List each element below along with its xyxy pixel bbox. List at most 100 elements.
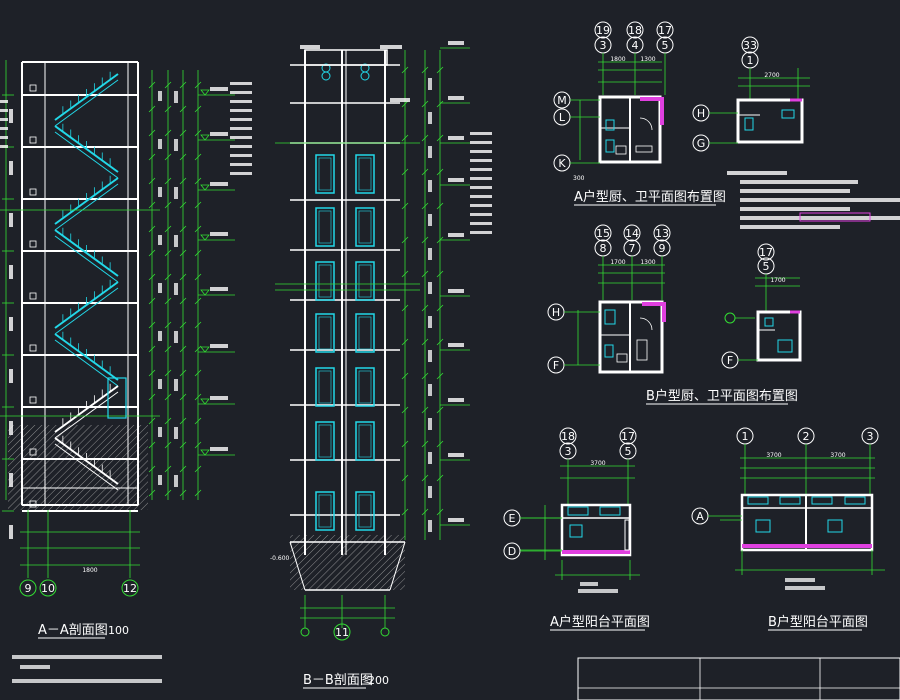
title-block (577, 657, 900, 700)
svg-text:33: 33 (743, 39, 757, 52)
section-bb: 11 -0.600 B－B剖面图 200 (270, 41, 492, 689)
section-bb-slabs (290, 64, 400, 516)
svg-text:M: M (557, 94, 567, 107)
plan-a-kitchen-2-top-axes: 331 (741, 36, 799, 100)
axis-bubble: 175 (757, 243, 775, 312)
section-aa-notes (12, 655, 162, 683)
svg-text:11: 11 (335, 626, 349, 639)
svg-text:17: 17 (658, 24, 672, 37)
plan-b-kitchen-left-axes: HF (547, 303, 600, 374)
svg-text:18: 18 (561, 430, 575, 443)
section-bb-title: B－B剖面图 (303, 673, 373, 688)
svg-text:18: 18 (628, 24, 642, 37)
axis-bubble: 147 (623, 224, 641, 300)
svg-text:E: E (509, 512, 516, 525)
plan-b-balcony-top-axes: 1 2 3 (736, 427, 879, 495)
svg-text:D: D (508, 545, 516, 558)
section-aa-bottom-dim: 1800 (82, 567, 97, 574)
svg-text:19: 19 (596, 24, 610, 37)
plan-b-kitchen-2-dim: 1700 (770, 277, 785, 284)
svg-text:L: L (559, 111, 566, 124)
svg-text:14: 14 (625, 227, 639, 240)
svg-text:13: 13 (655, 227, 669, 240)
svg-text:3: 3 (600, 39, 607, 52)
plan-b-balcony-dim-2: 3700 (830, 452, 845, 459)
svg-text:3: 3 (565, 445, 572, 458)
plan-a-kitchen-dim-1: 1800 (610, 56, 625, 63)
axis-bubble: D (503, 542, 562, 560)
section-bb-doors (315, 154, 375, 531)
section-aa-elevations (198, 82, 252, 456)
axis-bubble: 3 (861, 427, 879, 495)
section-bb-axis-11: 11 (333, 623, 351, 641)
axis-bubble: 158 (594, 224, 612, 300)
axis-bubble: 2 (797, 427, 815, 495)
axis-bubble: K (553, 154, 600, 172)
svg-text:300: 300 (573, 175, 585, 182)
axis-bubble: 139 (653, 224, 671, 300)
axis-bubble: L (553, 108, 600, 126)
svg-text:K: K (558, 157, 566, 170)
svg-text:H: H (697, 107, 705, 120)
svg-text:4: 4 (632, 39, 639, 52)
svg-text:5: 5 (763, 260, 770, 273)
plan-a-balcony-top-axes: 18 3 175 (559, 427, 637, 505)
plan-a-kitchen-left-axes: ML K (553, 91, 600, 172)
axis-bubble: F (721, 351, 758, 369)
svg-text:17: 17 (759, 246, 773, 259)
svg-text:8: 8 (600, 242, 607, 255)
plan-b-kitchen-dim-2: 1300 (640, 259, 655, 266)
section-aa-axis-12: 12 (121, 579, 139, 597)
section-aa-slabs (22, 84, 138, 512)
section-aa-title: A－A剖面图 (38, 623, 108, 638)
axis-bubble: 331 (741, 36, 759, 100)
section-aa-right-ticks (148, 81, 202, 497)
svg-text:G: G (697, 137, 706, 150)
plan-a-kitchen-title: A户型厨、卫平面图布置图 (574, 189, 726, 205)
section-bb-pit (290, 535, 405, 590)
plan-a-balcony-title: A户型阳台平面图 (550, 614, 650, 630)
section-bb-right-ticks (401, 66, 444, 532)
section-bb-elevations (300, 41, 492, 526)
svg-text:9: 9 (659, 242, 666, 255)
axis-bubble: 175 (619, 427, 637, 505)
axis-bubble: M (553, 91, 600, 109)
axis-bubble: G (692, 134, 738, 152)
svg-text:15: 15 (596, 227, 610, 240)
section-aa-scale: 100 (108, 624, 129, 637)
svg-text:F: F (553, 359, 559, 372)
plan-b-kitchen-2-top-axes: 175 (757, 243, 775, 312)
section-aa-left-ticks (0, 94, 14, 539)
axis-bubble: 1 (736, 427, 754, 495)
section-bb-scale: 200 (368, 674, 389, 687)
svg-text:10: 10 (41, 582, 55, 595)
svg-text:5: 5 (625, 445, 632, 458)
plan-a-kitchen-dim-2: 1300 (640, 56, 655, 63)
svg-text:A: A (696, 510, 704, 523)
svg-text:1: 1 (747, 54, 754, 67)
axis-bubble: A (691, 507, 742, 525)
svg-text:2: 2 (803, 430, 810, 443)
plan-a-kitchen-2-left-axes: HG (692, 104, 738, 152)
svg-text:7: 7 (629, 242, 636, 255)
plan-b-balcony-left-axes: A (691, 507, 742, 525)
plan-b-kitchen-title: B户型厨、卫平面图布置图 (646, 388, 798, 404)
svg-text:H: H (552, 306, 560, 319)
plan-b-kitchen-2-left-axes: F (721, 351, 758, 369)
svg-text:3: 3 (867, 430, 874, 443)
axis-bubble: 184 (626, 21, 644, 95)
svg-text:F: F (727, 354, 733, 367)
general-notes (727, 171, 900, 229)
svg-text:1: 1 (742, 430, 749, 443)
plan-a-balcony-dim: 3700 (590, 460, 605, 467)
axis-bubble: H (547, 303, 600, 321)
plan-a-balcony-left-axes: ED (503, 509, 562, 560)
section-aa-axis-9: 9 (19, 579, 37, 597)
axis-bubble: 193 (594, 21, 612, 95)
